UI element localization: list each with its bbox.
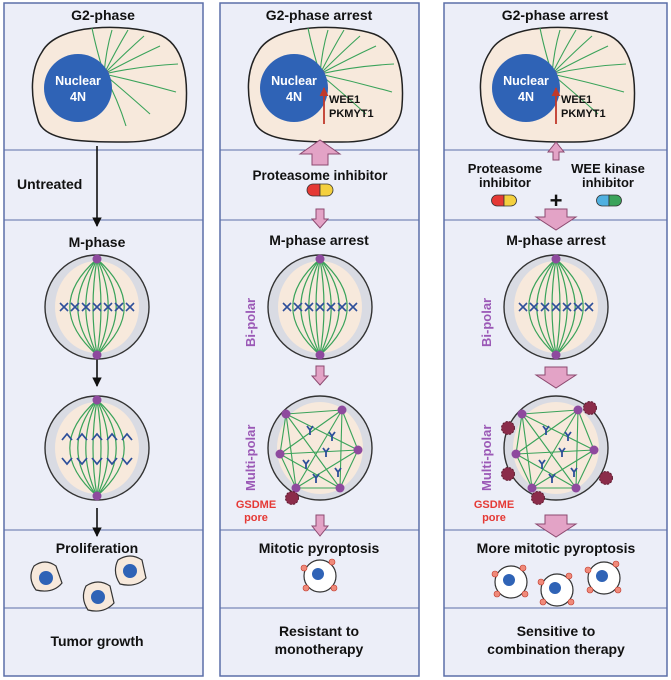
pyroptotic-cell-col3-b bbox=[537, 572, 575, 607]
pill-icon-proteasome-col2 bbox=[306, 183, 334, 197]
title-proliferation: Proliferation bbox=[56, 540, 138, 556]
nucleus-label-3a: Nuclear bbox=[503, 74, 549, 88]
label-multipolar-col3: Multi-polar bbox=[479, 425, 494, 491]
g2-cell-untreated bbox=[31, 26, 188, 143]
label-wee-kinase-2: inhibitor bbox=[582, 175, 634, 190]
label-gsdme-col2: GSDME bbox=[236, 499, 276, 511]
block-arrow-down-col2-b bbox=[310, 365, 330, 386]
mitotic-cells bbox=[44, 254, 613, 505]
nucleus-label-2b: 4N bbox=[286, 90, 302, 104]
title-more-mitotic-pyroptosis: More mitotic pyroptosis bbox=[477, 540, 636, 556]
nucleus-label-2a: Nuclear bbox=[271, 74, 317, 88]
bipolar-cell-col2 bbox=[267, 254, 373, 360]
g2-cell-combination bbox=[479, 26, 636, 143]
g2-cell-monotherapy bbox=[247, 26, 404, 143]
title-m-phase: M-phase bbox=[69, 234, 126, 250]
title-g2-arrest-col2: G2-phase arrest bbox=[266, 7, 373, 23]
label-proteasome-col3-2: inhibitor bbox=[479, 175, 531, 190]
label-multipolar-col2: Multi-polar bbox=[243, 425, 258, 491]
block-arrow-down-col2-a bbox=[310, 208, 330, 229]
title-g2-arrest-col3: G2-phase arrest bbox=[502, 7, 609, 23]
pyroptotic-cell-col3-a bbox=[491, 564, 529, 599]
label-untreated: Untreated bbox=[17, 176, 82, 192]
label-pore-col2: pore bbox=[244, 512, 268, 524]
outcome-resistant-1: Resistant to bbox=[279, 623, 359, 639]
label-wee-kinase-1: WEE kinase bbox=[571, 161, 645, 176]
outcome-resistant-2: monotherapy bbox=[275, 641, 364, 657]
label-pkmyt1-col3: PKMYT1 bbox=[561, 108, 606, 120]
pyroptotic-cell-col3-c bbox=[584, 560, 622, 595]
block-arrow-down-col3-a bbox=[534, 208, 578, 231]
block-arrow-down-col3-b bbox=[534, 366, 578, 389]
label-proteasome-inhibitor: Proteasome inhibitor bbox=[252, 168, 388, 183]
block-arrow-down-col3-c bbox=[534, 514, 578, 538]
pill-icon-proteasome-col3 bbox=[491, 194, 517, 207]
multipolar-cell-col2 bbox=[267, 395, 373, 505]
label-bipolar-col3: Bi-polar bbox=[479, 298, 494, 347]
nucleus-label-3b: 4N bbox=[518, 90, 534, 104]
anaphase-cell-untreated bbox=[44, 395, 150, 501]
block-arrow-down-col2-c bbox=[310, 514, 330, 537]
proliferating-cells bbox=[30, 555, 147, 612]
title-m-arrest-col3: M-phase arrest bbox=[506, 232, 606, 248]
pyroptotic-cells bbox=[300, 558, 622, 607]
multipolar-cell-col3 bbox=[501, 395, 613, 505]
outcome-sensitive-2: combination therapy bbox=[487, 641, 625, 657]
label-pkmyt1-col2: PKMYT1 bbox=[329, 108, 374, 120]
block-arrow-up-col2 bbox=[298, 139, 342, 166]
label-gsdme-col3: GSDME bbox=[474, 499, 514, 511]
nucleus-label-1b: 4N bbox=[70, 90, 86, 104]
label-bipolar-col2: Bi-polar bbox=[243, 298, 258, 347]
label-wee1-col3: WEE1 bbox=[561, 94, 592, 106]
metaphase-cell-untreated bbox=[44, 254, 150, 360]
block-arrow-up-col3 bbox=[546, 141, 566, 161]
outcome-tumor-growth: Tumor growth bbox=[50, 633, 143, 649]
pyroptotic-cell-col2 bbox=[300, 558, 338, 593]
title-m-arrest-col2: M-phase arrest bbox=[269, 232, 369, 248]
label-proteasome-col3-1: Proteasome bbox=[468, 161, 542, 176]
label-wee1-col2: WEE1 bbox=[329, 94, 360, 106]
title-g2-untreated: G2-phase bbox=[71, 7, 135, 23]
title-mitotic-pyroptosis: Mitotic pyroptosis bbox=[259, 540, 380, 556]
plus-sign: + bbox=[550, 188, 563, 213]
outcome-sensitive-1: Sensitive to bbox=[517, 623, 596, 639]
label-pore-col3: pore bbox=[482, 512, 506, 524]
bipolar-cell-col3 bbox=[503, 254, 609, 360]
nucleus-label-1a: Nuclear bbox=[55, 74, 101, 88]
pill-icon-wee-kinase-col3 bbox=[596, 194, 622, 207]
